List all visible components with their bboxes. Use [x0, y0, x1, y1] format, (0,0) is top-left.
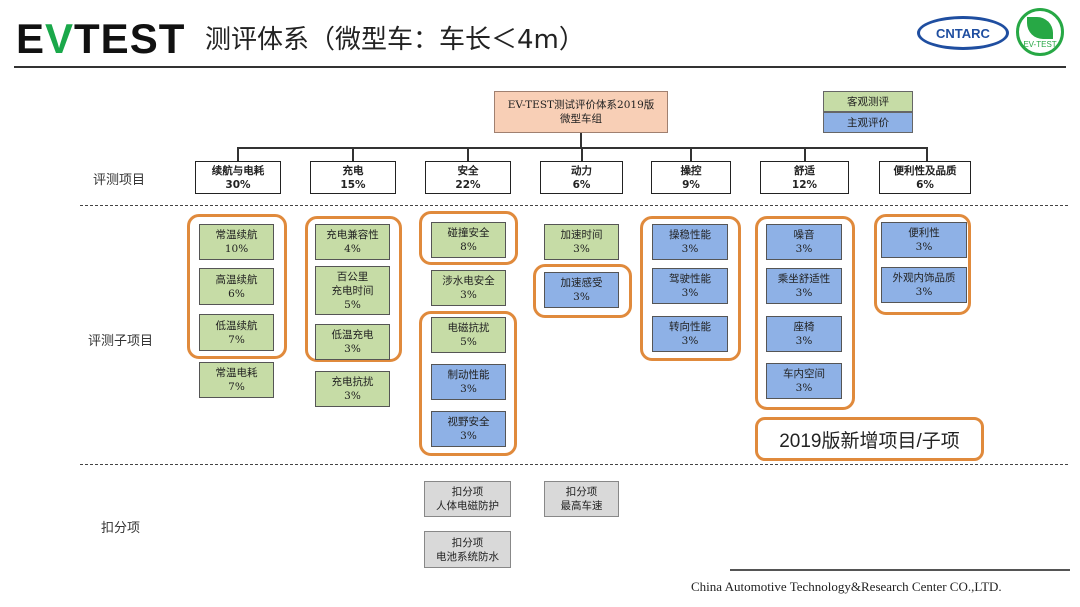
separator-top [80, 205, 1068, 206]
footer-divider [730, 569, 1070, 571]
legend-objective: 客观测评 [823, 91, 913, 112]
new-group-safety-crash [419, 211, 518, 265]
page-title: 测评体系（微型车：车长＜4m） [205, 25, 585, 55]
evtest-logo: EVTEST [16, 15, 186, 62]
deduction-battery-waterproof: 扣分项电池系统防水 [424, 531, 511, 568]
cntarc-logo: CNTARC [917, 16, 1009, 50]
root-line2: 微型车组 [560, 113, 602, 125]
branch-tick [237, 147, 239, 161]
ev-test-badge-icon: EV-TEST [1016, 8, 1064, 56]
new-2019-legend: 2019版新增项目/子项 [755, 417, 984, 461]
row-label-deductions: 扣分项 [101, 521, 141, 536]
branch-tick [581, 147, 583, 161]
deduction-top-speed: 扣分项最高车速 [544, 481, 619, 517]
footer-company: China Automotive Technology&Research Cen… [691, 579, 1002, 594]
new-group-comfort [755, 216, 855, 410]
new-group-charging [305, 216, 402, 362]
header-divider [14, 66, 1066, 68]
branch-tick [926, 147, 928, 161]
branch-tick [467, 147, 469, 161]
new-group-range [187, 214, 287, 359]
row-label-subitems: 评测子项目 [88, 334, 154, 349]
new-group-convenience [874, 214, 971, 315]
separator-bottom [80, 464, 1068, 465]
new-group-power [533, 264, 632, 318]
branch-tick [690, 147, 692, 161]
new-group-safety-active [419, 311, 517, 456]
branch-tick [352, 147, 354, 161]
row-label-items: 评测项目 [93, 173, 146, 188]
legend-subjective: 主观评价 [823, 112, 913, 133]
branch-tick [804, 147, 806, 161]
deduction-emf-protection: 扣分项人体电磁防护 [424, 481, 511, 517]
root-line1: EV-TEST测试评价体系2019版 [507, 99, 655, 111]
root-connector [580, 133, 582, 148]
new-group-handling [640, 216, 741, 361]
root-node: EV-TEST测试评价体系2019版 微型车组 [494, 91, 668, 133]
